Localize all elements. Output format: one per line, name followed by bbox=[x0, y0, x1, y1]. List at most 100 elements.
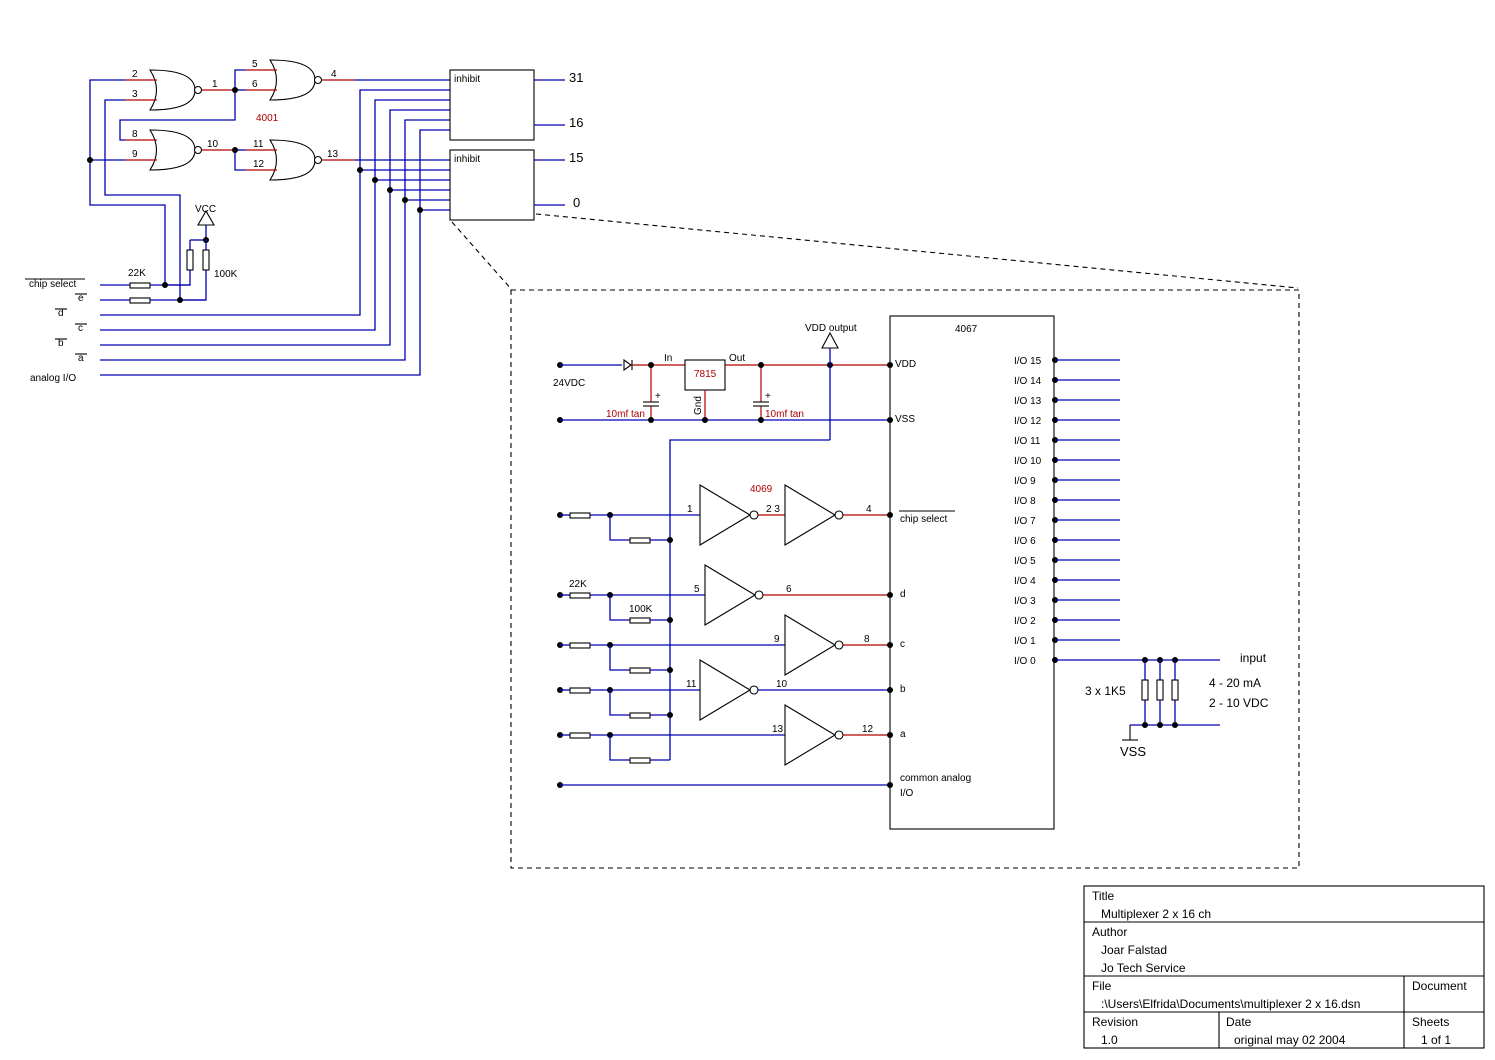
svg-text:10: 10 bbox=[207, 139, 219, 150]
input-analog-io: analog I/O bbox=[30, 373, 76, 384]
svg-text:inhibit: inhibit bbox=[454, 154, 480, 165]
io-pin-label: I/O 5 bbox=[1014, 556, 1036, 567]
input-e: e bbox=[78, 293, 84, 304]
svg-text:2 3: 2 3 bbox=[766, 504, 780, 515]
svg-text:+: + bbox=[655, 391, 661, 402]
svg-text:Sheets: Sheets bbox=[1412, 1015, 1449, 1029]
svg-text:Document: Document bbox=[1412, 979, 1467, 993]
nor-gate-3 bbox=[148, 129, 196, 171]
title-value: Multiplexer 2 x 16 ch bbox=[1101, 907, 1211, 921]
svg-text:Revision: Revision bbox=[1092, 1015, 1138, 1029]
io-pin-label: I/O 7 bbox=[1014, 516, 1036, 527]
regulator-7815 bbox=[684, 359, 726, 391]
input-d: d bbox=[58, 308, 64, 319]
svg-text:13: 13 bbox=[327, 149, 339, 160]
svg-text:5: 5 bbox=[694, 584, 700, 595]
svg-text:Joar Falstad: Joar Falstad bbox=[1101, 943, 1167, 957]
io-pin-label: I/O 10 bbox=[1014, 456, 1042, 467]
io-pin-label: I/O 14 bbox=[1014, 376, 1042, 387]
io-pin-label: I/O 1 bbox=[1014, 636, 1036, 647]
io-pin-label: I/O 12 bbox=[1014, 416, 1042, 427]
svg-text:Out: Out bbox=[729, 353, 745, 364]
svg-text:100K: 100K bbox=[629, 604, 653, 615]
svg-text:VDD: VDD bbox=[895, 359, 916, 370]
svg-text:c: c bbox=[900, 639, 905, 650]
svg-text:8: 8 bbox=[132, 129, 138, 140]
svg-text:1: 1 bbox=[687, 504, 693, 515]
io-pins: I/O 15 I/O 14 I/O 13 I/O 12 I/O 11 I/O 10 I/O … bbox=[1014, 356, 1120, 667]
svg-text:I/O: I/O bbox=[900, 788, 914, 799]
svg-text:inhibit: inhibit bbox=[454, 74, 480, 85]
detail-frame bbox=[510, 289, 1300, 869]
svg-text:3 x 1K5: 3 x 1K5 bbox=[1085, 684, 1126, 698]
detail-section: 4067 24VDC In Out 7815 Gnd + 10mf tan + … bbox=[553, 315, 1269, 830]
svg-text:3: 3 bbox=[132, 89, 138, 100]
title-block: Title Multiplexer 2 x 16 ch Author Joar … bbox=[1083, 885, 1485, 1049]
mux-box-lower bbox=[449, 149, 535, 221]
svg-text:11: 11 bbox=[253, 139, 264, 150]
io-pin-label: I/O 9 bbox=[1014, 476, 1036, 487]
io-pin-label: I/O 8 bbox=[1014, 496, 1036, 507]
input-chip-select: chip select bbox=[29, 279, 76, 290]
io-pin-label: I/O 3 bbox=[1014, 596, 1036, 607]
output-0: 0 bbox=[573, 195, 580, 210]
svg-text:6: 6 bbox=[252, 79, 258, 90]
ic-label-4001: 4001 bbox=[256, 113, 279, 124]
inverter-5 bbox=[699, 659, 752, 721]
io-pin-label: I/O 13 bbox=[1014, 396, 1042, 407]
svg-text:Title: Title bbox=[1092, 889, 1115, 903]
svg-text:22K: 22K bbox=[569, 579, 587, 590]
svg-text:6: 6 bbox=[786, 584, 792, 595]
svg-text:common analog: common analog bbox=[900, 773, 971, 784]
svg-text:10mf tan: 10mf tan bbox=[765, 409, 804, 420]
svg-text:12: 12 bbox=[253, 159, 265, 170]
shunt-resistor-2 bbox=[1156, 679, 1164, 701]
svg-text:12: 12 bbox=[862, 724, 874, 735]
svg-text:4: 4 bbox=[866, 504, 872, 515]
io-pin-label: I/O 6 bbox=[1014, 536, 1036, 547]
output-15: 15 bbox=[569, 150, 583, 165]
vss-label: VSS bbox=[1120, 744, 1146, 759]
svg-text:1 of 1: 1 of 1 bbox=[1421, 1033, 1451, 1047]
svg-text:1.0: 1.0 bbox=[1101, 1033, 1118, 1047]
inverter-6 bbox=[784, 704, 837, 766]
inverter-4 bbox=[784, 614, 837, 676]
io-pin-label: I/O 4 bbox=[1014, 576, 1036, 587]
pullup-resistor-1 bbox=[186, 249, 194, 271]
svg-text:Date: Date bbox=[1226, 1015, 1252, 1029]
svg-text:4: 4 bbox=[331, 69, 337, 80]
svg-text:100K: 100K bbox=[214, 269, 238, 280]
svg-text:In: In bbox=[664, 353, 672, 364]
io-pin-label: I/O 2 bbox=[1014, 616, 1036, 627]
io-pin-label: I/O 15 bbox=[1014, 356, 1042, 367]
svg-text:b: b bbox=[900, 684, 906, 695]
mux-box-upper bbox=[449, 69, 535, 141]
input-a: a bbox=[78, 353, 84, 364]
output-16: 16 bbox=[569, 115, 583, 130]
shunt-resistor-3 bbox=[1171, 679, 1179, 701]
svg-text:VSS: VSS bbox=[895, 414, 915, 425]
input-label: input bbox=[1240, 651, 1267, 665]
svg-text:original may 02 2004: original may 02 2004 bbox=[1234, 1033, 1346, 1047]
svg-text:2 - 10 VDC: 2 - 10 VDC bbox=[1209, 696, 1269, 710]
inverter-2 bbox=[784, 484, 837, 546]
svg-text:2: 2 bbox=[132, 69, 138, 80]
nor-gate-section: 2 3 1 5 6 4 8 9 10 11 12 13 4001 VCC bbox=[25, 59, 583, 384]
nor-gate-2 bbox=[268, 59, 316, 101]
svg-text:7815: 7815 bbox=[694, 369, 717, 380]
svg-text:4 - 20 mA: 4 - 20 mA bbox=[1209, 676, 1261, 690]
pullup-resistor-2 bbox=[202, 249, 210, 271]
svg-text:24VDC: 24VDC bbox=[553, 378, 585, 389]
svg-text:1: 1 bbox=[212, 79, 218, 90]
svg-text:File: File bbox=[1092, 979, 1112, 993]
output-31: 31 bbox=[569, 70, 583, 85]
svg-text:VCC: VCC bbox=[195, 204, 216, 215]
io-pin-label: I/O 11 bbox=[1014, 436, 1041, 447]
svg-text:10: 10 bbox=[776, 679, 788, 690]
svg-text:9: 9 bbox=[774, 634, 780, 645]
svg-text:11: 11 bbox=[686, 679, 697, 690]
ic-label-4069: 4069 bbox=[750, 484, 773, 495]
inverter-1 bbox=[699, 484, 752, 546]
svg-text:VDD output: VDD output bbox=[805, 323, 857, 334]
svg-text:Jo Tech Service: Jo Tech Service bbox=[1101, 961, 1186, 975]
